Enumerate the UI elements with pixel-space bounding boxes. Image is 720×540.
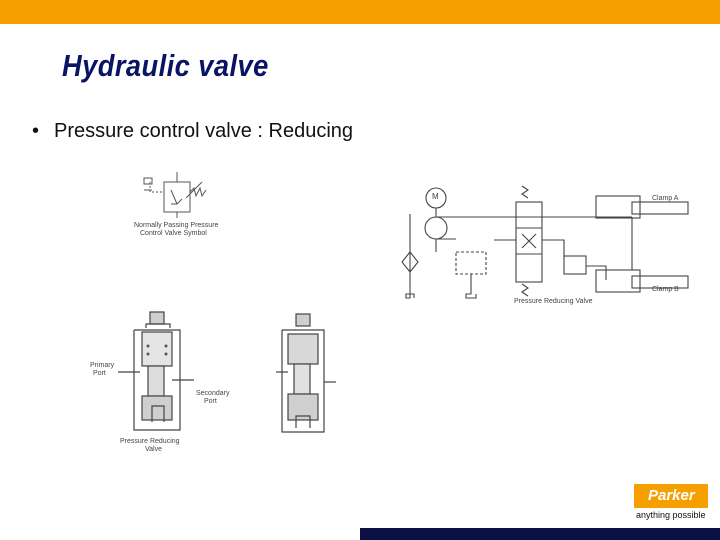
reducing-valve-cross-section-2 <box>276 313 336 433</box>
clamp-b-label: Clamp B <box>652 286 679 293</box>
hydraulic-circuit-diagram <box>401 185 689 299</box>
motor-label: M <box>432 192 439 201</box>
bullet-item: • Pressure control valve : Reducing <box>32 120 353 143</box>
bullet-symbol: • <box>32 120 40 142</box>
symbol-caption-line1: Normally Passing Pressure <box>134 222 219 229</box>
slide-title: Hydraulic valve <box>62 48 269 83</box>
clamp-a-label: Clamp A <box>652 195 679 202</box>
valve-caption-line1: Pressure Reducing <box>120 438 180 445</box>
primary-port-line2: Port <box>93 370 106 377</box>
circuit-caption: Pressure Reducing Valve <box>514 298 593 305</box>
secondary-port-line1: Secondary <box>196 390 230 397</box>
bottom-accent-bar <box>360 528 720 540</box>
valve-symbol-diagram <box>143 172 207 218</box>
symbol-caption-line2: Control Valve Symbol <box>140 230 207 237</box>
parker-logo-box: Parker <box>634 484 708 508</box>
valve-caption-line2: Valve <box>145 446 162 453</box>
secondary-port-line2: Port <box>204 398 217 405</box>
logo-name: Parker <box>648 487 695 504</box>
logo-tagline: anything possible <box>636 510 706 520</box>
bullet-text: Pressure control valve : Reducing <box>54 120 354 142</box>
reducing-valve-cross-section <box>118 311 194 431</box>
top-accent-bar <box>0 0 720 24</box>
primary-port-line1: Primary <box>90 362 115 369</box>
parker-logo: Parker anything possible <box>634 484 710 524</box>
